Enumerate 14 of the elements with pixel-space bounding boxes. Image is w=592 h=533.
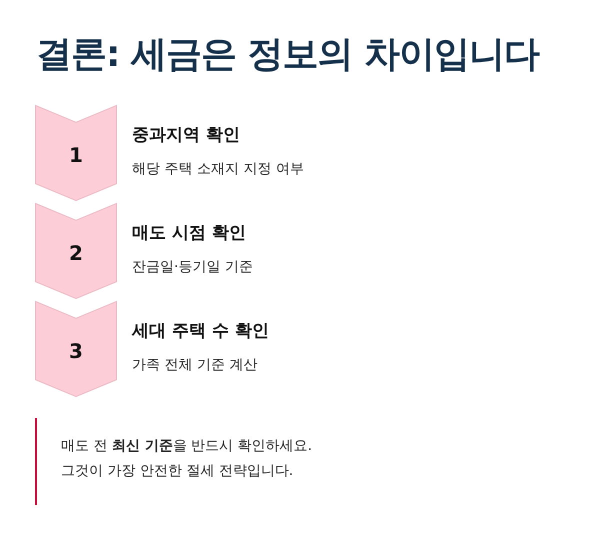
step-heading: 중과지역 확인 <box>132 124 240 146</box>
step-heading: 매도 시점 확인 <box>132 222 246 244</box>
step-number: 2 <box>68 241 84 265</box>
step-number-badge <box>35 203 117 299</box>
step-heading: 세대 주택 수 확인 <box>132 320 269 342</box>
step-description: 가족 전체 기준 계산 <box>132 356 258 374</box>
step-number-badge <box>35 301 117 397</box>
callout-text: 매도 전 최신 기준을 반드시 확인하세요. 그것이 가장 안전한 절세 전략입니다. <box>61 437 314 481</box>
step-description: 잔금일·등기일 기준 <box>132 258 253 276</box>
step-description: 해당 주택 소재지 지정 여부 <box>132 160 304 178</box>
page-title: 결론: 세금은 정보의 차이입니다 <box>36 33 539 77</box>
step-number: 1 <box>68 143 84 167</box>
step-number: 3 <box>68 339 84 363</box>
step-number-badge <box>35 105 117 201</box>
